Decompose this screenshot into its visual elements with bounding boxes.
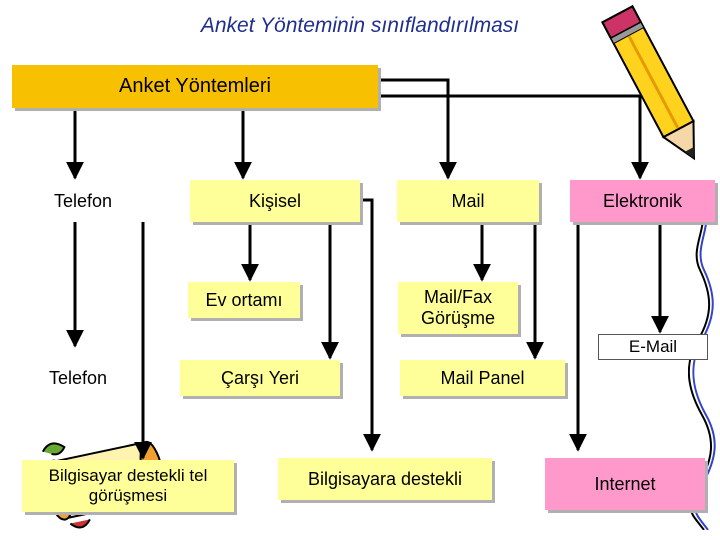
node-ev-ortami: Ev ortamı [188, 282, 300, 318]
root-node: Anket Yöntemleri [12, 65, 378, 108]
node-mail-fax: Mail/Fax Görüşme [398, 282, 518, 334]
node-telefon: Telefon [18, 180, 148, 222]
node-carsi-yeri: Çarşı Yeri [180, 360, 340, 396]
node-elektronik: Elektronik [570, 180, 715, 222]
node-email: E-Mail [598, 334, 708, 360]
node-internet: Internet [545, 458, 705, 510]
node-bilgisayara-destekli: Bilgisayara destekli [278, 458, 492, 500]
node-kisisel: Kişisel [190, 180, 360, 222]
node-mail-panel: Mail Panel [400, 360, 565, 396]
node-mail: Mail [397, 180, 539, 222]
node-bilgisayar-tel: Bilgisayar destekli tel görüşmesi [22, 460, 234, 512]
node-telefon-bottom: Telefon [18, 358, 138, 398]
